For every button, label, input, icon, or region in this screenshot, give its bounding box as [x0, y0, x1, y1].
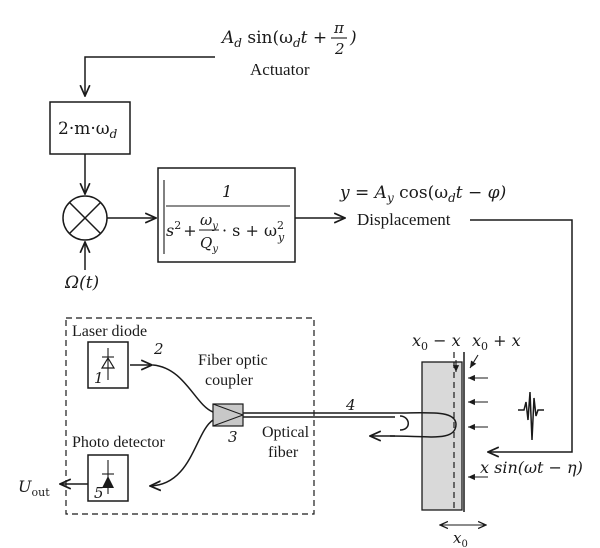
laser-diode-icon [100, 348, 116, 380]
displacement-label: Displacement [357, 210, 451, 229]
coupler-port-3: 3 [228, 428, 238, 446]
coupler-label-line-1: Fiber optic [198, 352, 268, 369]
laser-diode-box [87, 341, 129, 389]
actuator-label: Actuator [250, 60, 310, 79]
x0-plus-x-label: x0 + x [472, 331, 521, 353]
photo-detector-box [87, 454, 129, 502]
wavelet-pulse-icon [518, 391, 544, 441]
beam-return-curve [399, 415, 409, 431]
svg-text:ωy: ωy [200, 211, 218, 232]
multiplier-circle [62, 195, 108, 241]
fiber-coupler-icon [212, 403, 245, 427]
excitation-label: x sin(ωt − η) [480, 458, 583, 477]
uout-label: Uout [18, 477, 50, 499]
laser-diode-label: Laser diode [72, 323, 147, 340]
coupler-label-line-2: coupler [205, 372, 254, 389]
actuator-signal-arrow [85, 56, 215, 96]
transfer-numerator: 1 [222, 182, 232, 201]
x0-dimension-label: x0 [453, 529, 468, 548]
transfer-function-block [157, 167, 296, 263]
photo-detector-icon [102, 460, 114, 494]
omega-input-label: Ω(t) [64, 273, 99, 293]
svg-text:s2+: s2+ [166, 219, 197, 240]
laser-port-1: 1 [94, 369, 104, 387]
fiber-port-4: 4 [345, 396, 356, 414]
pi-denominator: 2 [334, 40, 345, 58]
svg-text:· s + ω2y: · s + ω2y [222, 219, 285, 244]
gain-block-text: 2·m·ωd [58, 119, 118, 141]
plus-marker-arrow [469, 354, 479, 369]
displacement-feedback-arrow [470, 219, 573, 452]
optical-sensor-enclosure [65, 317, 315, 515]
photo-detector-label: Photo detector [72, 434, 166, 451]
laser-fiber [152, 364, 214, 413]
svg-text:): ) [349, 28, 357, 48]
light-beam-loop [389, 411, 457, 438]
svg-text:Qy: Qy [200, 234, 218, 255]
x0-minus-x-label: x0 − x [412, 331, 461, 353]
svg-text:Ad sin(ωdt +: Ad sin(ωdt + [220, 28, 327, 50]
laser-port-2: 2 [153, 340, 164, 358]
detector-fiber [150, 419, 214, 486]
fiber-label-line-2: fiber [268, 444, 299, 461]
actuator-expression: Ad sin(ωdt + π 2 ) [220, 19, 357, 58]
photo-port-5: 5 [94, 484, 104, 502]
output-equation: y = Ay cos(ωdt − φ) [339, 183, 506, 205]
fiber-label-line-1: Optical [262, 424, 310, 441]
pi-numerator: π [333, 19, 345, 37]
excitation-force-arrows [468, 374, 488, 481]
gain-block [49, 101, 131, 155]
